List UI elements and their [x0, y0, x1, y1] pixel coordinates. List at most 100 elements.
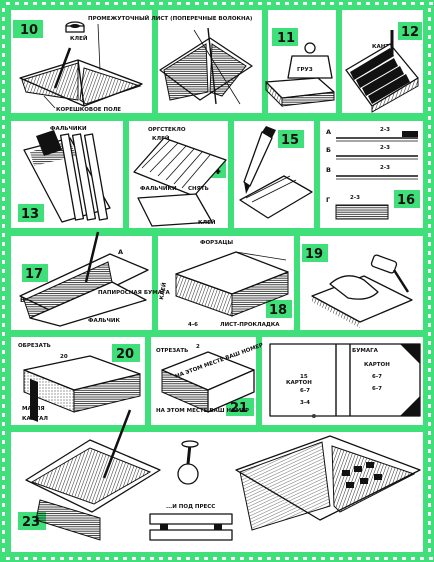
perforation-hole	[132, 557, 136, 560]
perforation-hole	[2, 170, 5, 174]
perforation-hole	[428, 476, 431, 480]
perforation-hole	[428, 485, 431, 489]
perforation-hole	[222, 557, 226, 560]
perforation-hole	[393, 2, 397, 5]
perforation-hole	[2, 377, 5, 381]
cut-label: ОБРЕЗАТЬ	[18, 343, 51, 349]
plexiglass-label: ОРГСТЕКЛО	[148, 127, 186, 133]
interleaf-sheet-label: ЛИСТ-ПРОКЛАДКА	[220, 322, 280, 328]
perforation-hole	[2, 197, 5, 201]
panel-17: 17 А В ПАПИРОСНАЯ БУМАГА ФАЛЬЧИК	[19, 231, 170, 327]
perforation-hole	[339, 557, 343, 560]
interleaf-label: ПРОМЕЖУТОЧНЫЙ ЛИСТ (ПОПЕРЕЧНЫЕ ВОЛОКНА)	[88, 14, 253, 22]
perforation-hole	[105, 2, 109, 5]
perforation-hole	[2, 530, 5, 534]
perforation-hole	[168, 557, 172, 560]
step-number: 16	[397, 193, 415, 208]
perforation-hole	[428, 251, 431, 255]
panel-12: 12 КАНТ	[345, 22, 422, 113]
perforation-hole	[428, 134, 431, 138]
perforation-hole	[357, 557, 361, 560]
perforation-hole	[357, 2, 361, 5]
perforation-hole	[2, 44, 5, 48]
perforation-hole	[428, 206, 431, 210]
perforation-hole	[2, 323, 5, 327]
perforation-hole	[428, 152, 431, 156]
perforation-hole	[2, 368, 5, 372]
perforation-hole	[2, 206, 5, 210]
perforation-hole	[42, 2, 46, 5]
perforation-hole	[429, 557, 433, 560]
perforation-hole	[428, 8, 431, 12]
dim-67c: 6-7	[372, 386, 382, 392]
endpapers-label: ФОРЗАЦЫ	[200, 240, 233, 246]
perforation-hole	[420, 557, 424, 560]
perforation-hole	[428, 368, 431, 372]
perforation-hole	[240, 557, 244, 560]
perforation-hole	[428, 395, 431, 399]
perforation-hole	[2, 476, 5, 480]
perforation-hole	[428, 296, 431, 300]
perforation-hole	[375, 557, 379, 560]
perforation-hole	[42, 557, 46, 560]
perforation-hole	[96, 557, 100, 560]
perforation-hole	[428, 179, 431, 183]
perforation-hole	[2, 152, 5, 156]
perforation-hole	[294, 2, 298, 5]
perforation-hole	[159, 557, 163, 560]
dim-67b: 6-7	[300, 388, 310, 394]
perforation-hole	[339, 2, 343, 5]
perforation-hole	[24, 557, 28, 560]
perforation-hole	[428, 287, 431, 291]
perforation-hole	[393, 557, 397, 560]
perforation-hole	[123, 2, 127, 5]
card-top-label: КАРТОН	[364, 362, 390, 368]
panel-14: 14 ОРГСТЕКЛО КЛЕЙ ФАЛЬЧИКИ СНЯТЬ КЛЕЙ	[133, 127, 227, 227]
perforation-hole	[321, 2, 325, 5]
perforation-hole	[285, 557, 289, 560]
perforation-hole	[366, 2, 370, 5]
perforation-hole	[428, 35, 431, 39]
perforation-hole	[402, 2, 406, 5]
perforation-hole	[428, 278, 431, 282]
perforation-hole	[428, 314, 431, 318]
perforation-hole	[6, 557, 10, 560]
perforation-hole	[2, 422, 5, 426]
perforation-hole	[411, 557, 415, 560]
point-v: В	[20, 296, 25, 304]
perforation-hole	[267, 2, 271, 5]
perforation-hole	[15, 557, 19, 560]
panel-10: 10 КЛЕЙ ПРОМЕЖУТОЧНЫЙ ЛИСТ (ПОПЕРЕЧНЫЕ В…	[13, 14, 253, 113]
perforation-hole	[402, 557, 406, 560]
perforation-hole	[428, 188, 431, 192]
perforation-hole	[33, 2, 37, 5]
perforation-hole	[2, 548, 5, 552]
point-a: А	[118, 248, 123, 256]
perforation-hole	[428, 53, 431, 57]
perforation-hole	[429, 2, 433, 5]
perforation-hole	[2, 71, 5, 75]
perforation-hole	[428, 80, 431, 84]
perforation-hole	[2, 116, 5, 120]
perforation-hole	[78, 557, 82, 560]
perforation-hole	[2, 233, 5, 237]
perforation-hole	[2, 17, 5, 21]
perforation-hole	[303, 2, 307, 5]
perforation-hole	[428, 350, 431, 354]
remove-label: СНЯТЬ	[188, 186, 209, 192]
spine-margin-label: КОРЕШКОВОЕ ПОЛЕ	[56, 107, 121, 113]
perforation-hole	[428, 98, 431, 102]
perforation-hole	[69, 2, 73, 5]
perforation-hole	[428, 107, 431, 111]
perforation-hole	[123, 557, 127, 560]
dim-2: 2-3	[380, 145, 390, 151]
perforation-hole	[132, 2, 136, 5]
perforation-hole	[428, 386, 431, 390]
perforation-hole	[2, 143, 5, 147]
perforation-hole	[428, 548, 431, 552]
perforation-hole	[2, 359, 5, 363]
perforation-hole	[141, 2, 145, 5]
perforation-hole	[2, 188, 5, 192]
glue2-label: КЛЕЙ	[198, 218, 216, 226]
